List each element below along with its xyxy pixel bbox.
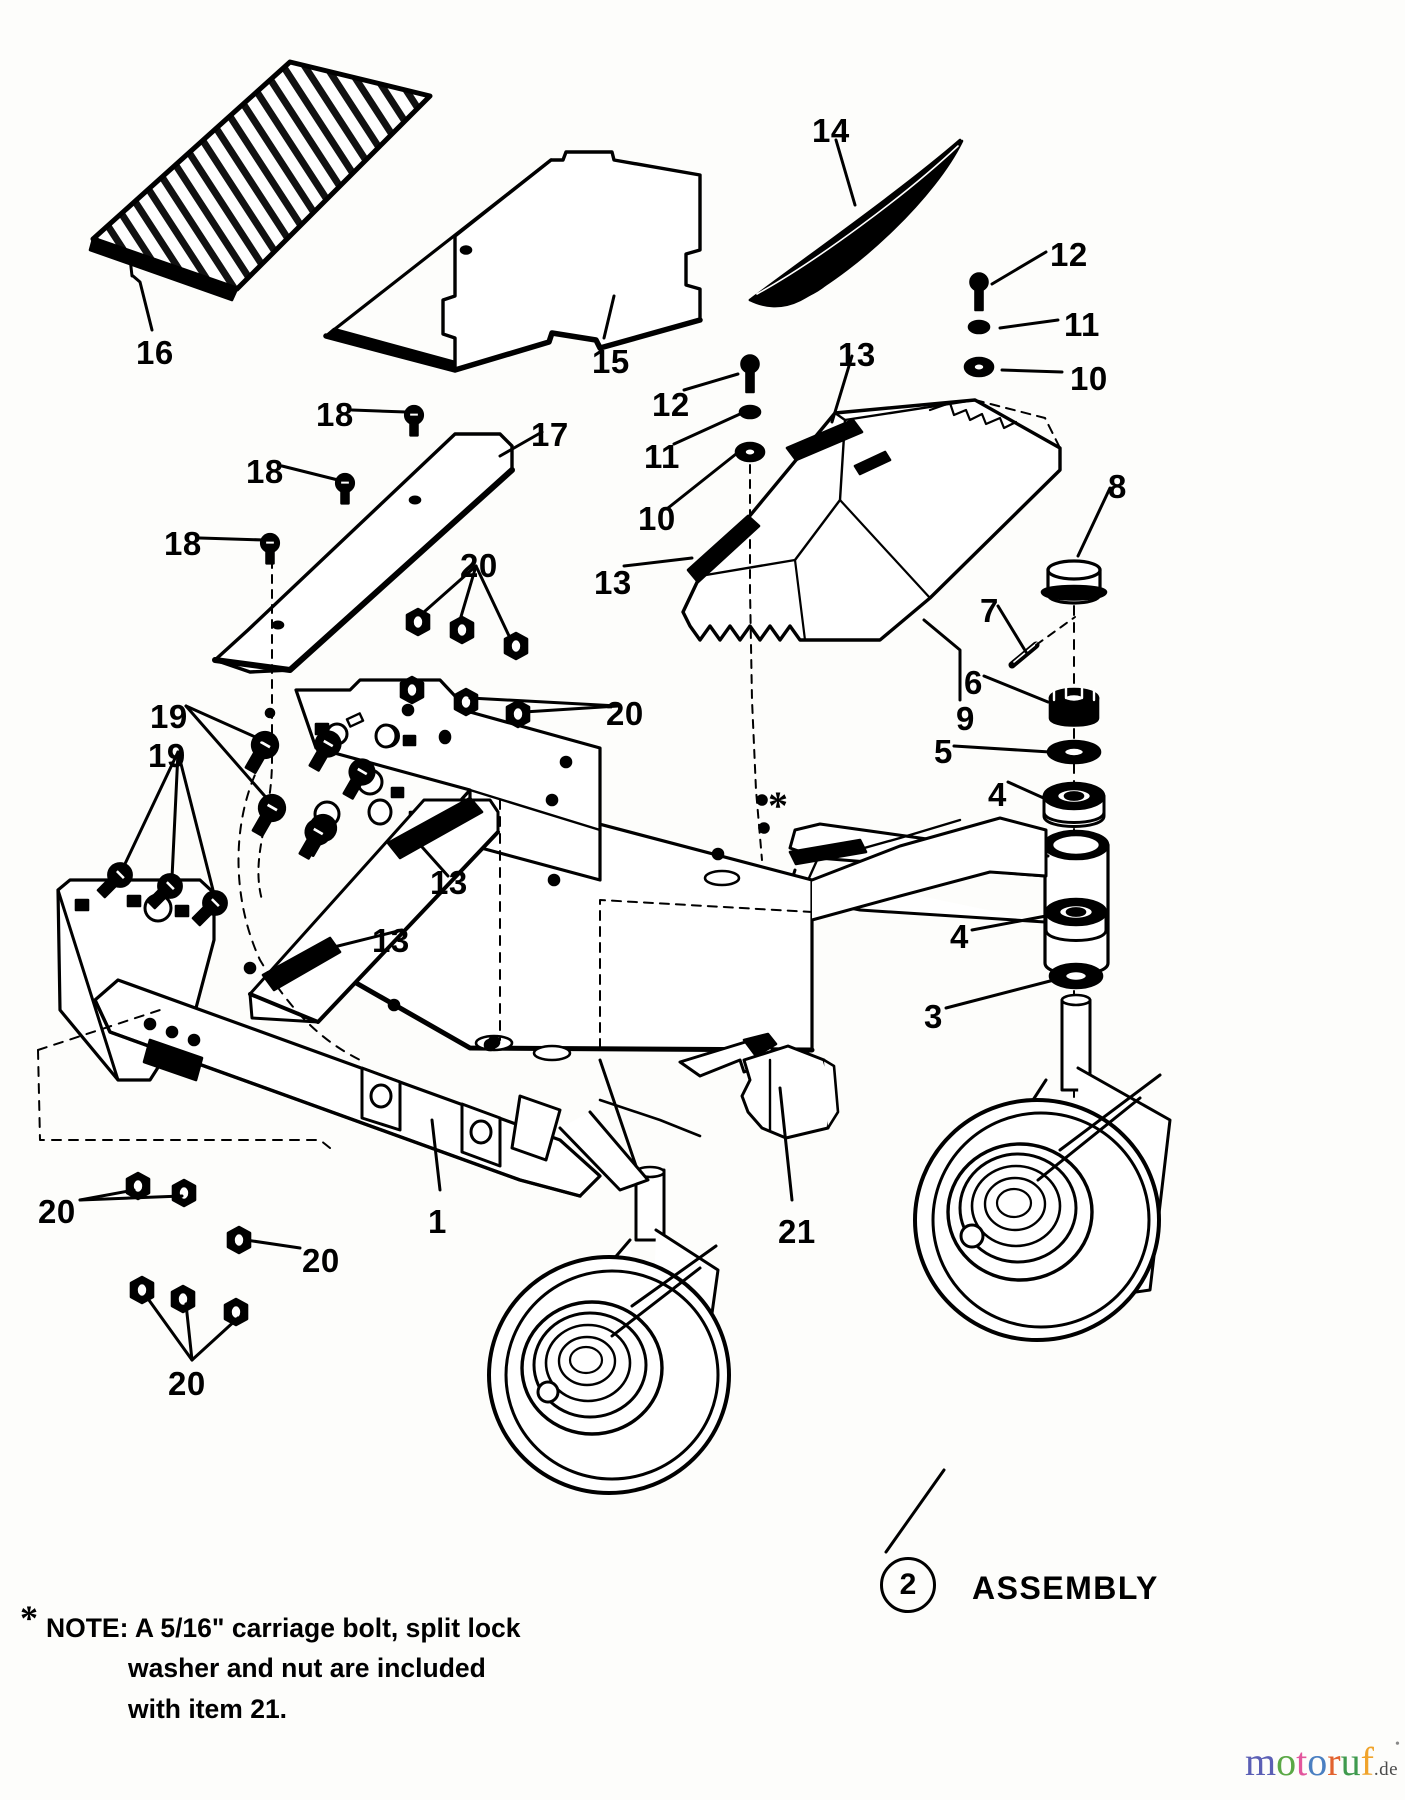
assembly-number-badge: 2 xyxy=(880,1557,936,1613)
callout-15: 15 xyxy=(592,343,630,380)
callout-5: 5 xyxy=(934,733,953,770)
part-12-11-10-right-stack xyxy=(963,272,995,378)
callout-20-d: 20 xyxy=(302,1242,340,1279)
part-2-caster-wheel-assembly-right xyxy=(913,1066,1172,1342)
callout-3: 3 xyxy=(924,998,943,1035)
watermark-letter-o2: o xyxy=(1307,1739,1328,1784)
part-8-dust-cap xyxy=(1040,559,1108,605)
part-14-rubber-seal-strip xyxy=(748,138,964,308)
part-5-flat-washer xyxy=(1046,739,1102,765)
callout-13-rail-upper: 13 xyxy=(430,864,468,901)
callout-1: 1 xyxy=(428,1203,447,1240)
callout-14: 14 xyxy=(812,112,850,149)
callout-10-mid: 10 xyxy=(638,500,676,537)
callout-21: 21 xyxy=(778,1213,816,1250)
callout-13-rail-lower: 13 xyxy=(372,922,410,959)
part-21-hitch-bracket xyxy=(678,1032,840,1140)
watermark-dot: • xyxy=(1395,1737,1400,1752)
part-17-foot-rest-bracket xyxy=(212,432,515,674)
part-6-castle-nut xyxy=(1048,686,1100,727)
note-line-1: NOTE: A 5/16" carriage bolt, split lock xyxy=(46,1613,521,1643)
part-3-lower-washer xyxy=(1048,962,1104,990)
watermark-letter-f: f xyxy=(1360,1739,1374,1784)
note-line-3: with item 21. xyxy=(128,1693,288,1724)
callout-asterisk-marker: * xyxy=(768,783,789,828)
part-12-11-10-mid-stack xyxy=(734,354,770,861)
assembly-label: ASSEMBLY xyxy=(972,1570,1159,1606)
callout-20-e: 20 xyxy=(168,1365,206,1402)
callout-19-b: 19 xyxy=(148,737,186,774)
callout-18-a: 18 xyxy=(316,396,354,433)
watermark-suffix: .de xyxy=(1373,1759,1399,1780)
callout-20-b: 20 xyxy=(606,695,644,732)
part-7-cotter-pin xyxy=(1008,616,1076,669)
callout-20-c: 20 xyxy=(38,1193,76,1230)
caster-wheel-assembly-left xyxy=(487,1165,731,1495)
watermark-letter-o1: o xyxy=(1276,1739,1297,1784)
note-line-2: washer and nut are included xyxy=(128,1653,486,1684)
part-1-main-frame xyxy=(56,678,1048,1198)
part-9-foot-rest-shield xyxy=(681,398,1062,642)
part-19-carriage-bolts xyxy=(37,726,501,1149)
leader-lines xyxy=(78,138,1112,1554)
footnote-block: NOTE: A 5/16" carriage bolt, split lock … xyxy=(20,1608,580,1729)
watermark-letter-u: u xyxy=(1340,1739,1361,1784)
watermark-letter-m: m xyxy=(1245,1739,1277,1784)
callout-19-a: 19 xyxy=(150,698,188,735)
callout-6: 6 xyxy=(964,664,983,701)
callout-9: 9 xyxy=(956,700,975,737)
part-4-lower-bearing xyxy=(1044,897,1108,942)
callout-20-a: 20 xyxy=(460,547,498,584)
watermark-letter-t: t xyxy=(1296,1739,1308,1784)
callout-18-c: 18 xyxy=(164,525,202,562)
callout-11-mid: 11 xyxy=(644,438,680,475)
callout-10-right: 10 xyxy=(1070,360,1108,397)
callout-7: 7 xyxy=(980,592,999,629)
part-4-upper-bearing xyxy=(1042,781,1106,828)
callout-17: 17 xyxy=(531,416,569,453)
callout-16: 16 xyxy=(136,334,174,371)
callout-13-shield-lower: 13 xyxy=(594,564,632,601)
callout-12-right: 12 xyxy=(1050,236,1088,273)
watermark-letter-r: r xyxy=(1327,1739,1341,1784)
note-asterisk: * xyxy=(20,1598,38,1638)
motoruf-watermark: • motoruf.de xyxy=(1245,1738,1400,1784)
callout-12-mid: 12 xyxy=(652,386,690,423)
part-16-ribbed-foot-mat xyxy=(88,59,433,302)
callout-8: 8 xyxy=(1108,468,1127,505)
callout-4-lower: 4 xyxy=(950,918,969,955)
callout-18-b: 18 xyxy=(246,453,284,490)
callout-4-upper: 4 xyxy=(988,776,1007,813)
callout-11-right: 11 xyxy=(1064,306,1100,343)
part-15-foot-plate-panel xyxy=(323,150,703,373)
callout-13-shield-upper: 13 xyxy=(838,336,876,373)
